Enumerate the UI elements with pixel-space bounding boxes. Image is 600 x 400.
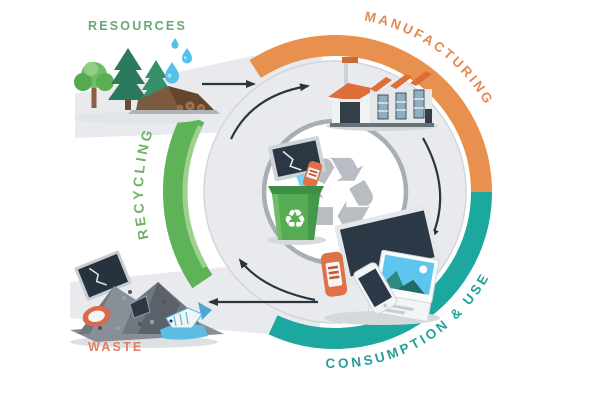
waste-label: WASTE [88, 340, 143, 354]
manufacturing-arc [249, 35, 492, 193]
recycling-bin-icon: ♻ [266, 136, 326, 245]
recycling-label: RECYCLING [130, 128, 156, 241]
factory-icon [326, 57, 438, 131]
arrow-manufacturing-to-consumption [422, 137, 442, 239]
resources-illustration [74, 38, 220, 124]
fish-skeleton-icon [160, 302, 212, 340]
resources-label: RESOURCES [88, 19, 187, 33]
recycling-arc-highlight [182, 125, 208, 269]
arrow-recycling-to-manufacturing [230, 83, 310, 140]
waste-pile-illustration [70, 250, 224, 348]
tree-icon [74, 62, 114, 108]
battery-icon [320, 251, 348, 297]
smartphone-icon [353, 262, 398, 315]
water-drops-icon [165, 38, 193, 84]
pine-trees-icon [108, 48, 172, 110]
crushed-can-icon [82, 305, 111, 327]
electronics-illustration [320, 205, 441, 325]
log-pile-icon [128, 86, 220, 114]
can-icon [303, 161, 323, 189]
arrow-consumption-to-recycling [238, 258, 316, 302]
recycling-arc [163, 111, 213, 289]
bin-recycle-symbol-icon: ♻ [283, 205, 306, 235]
svg-text:RECYCLING: RECYCLING [130, 128, 156, 241]
flow-arrows [202, 80, 442, 306]
